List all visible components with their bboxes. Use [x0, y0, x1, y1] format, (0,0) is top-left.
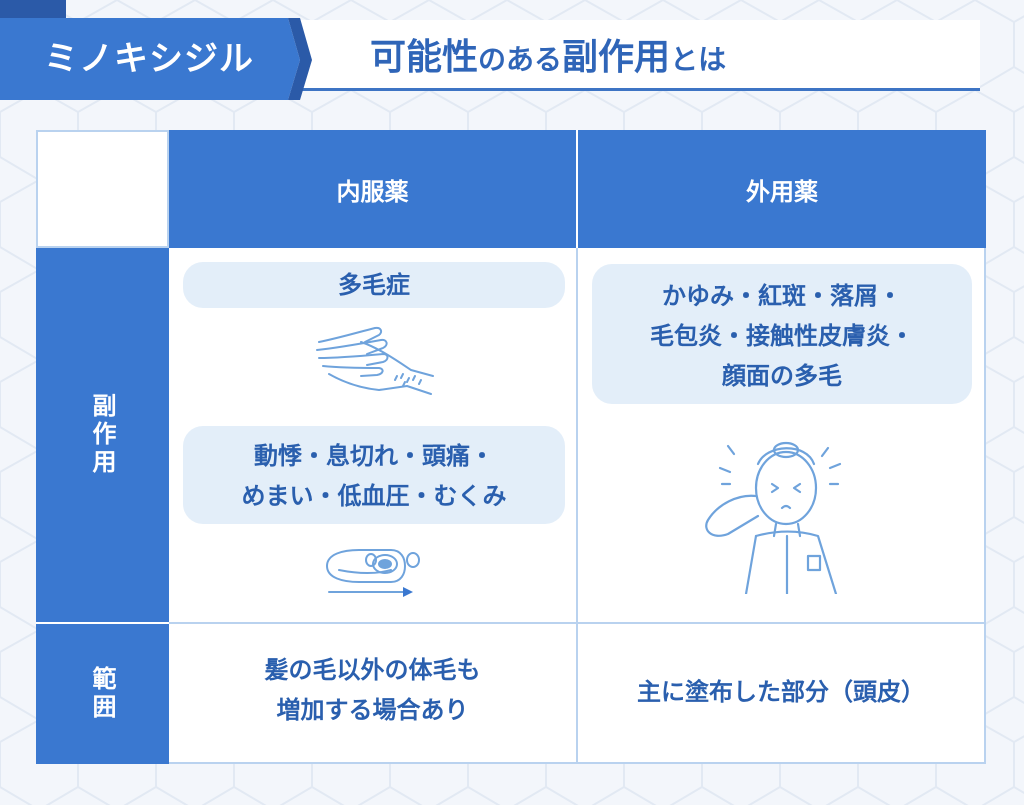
title-part: の — [478, 43, 507, 76]
itchy-head-person-icon — [705, 441, 842, 594]
row-header-scope: 範囲 — [36, 624, 169, 764]
table-corner — [36, 130, 169, 248]
oral-scope-cell: 髪の毛以外の体毛も 増加する場合あり — [169, 624, 578, 764]
title-underline — [300, 88, 980, 91]
side-effect-pill: 多毛症 — [183, 262, 565, 308]
title-part: とは — [670, 43, 727, 76]
side-effect-pill: かゆみ・紅斑・落屑・ 毛包炎・接触性皮膚炎・ 顔面の多毛 — [592, 264, 972, 404]
side-effect-line: めまい・低血圧・むくみ — [241, 482, 507, 510]
side-effect-pill: 動悸・息切れ・頭痛・ めまい・低血圧・むくみ — [183, 426, 565, 524]
hairy-hand-icon — [316, 326, 434, 395]
side-effect-line: 動悸・息切れ・頭痛・ — [254, 442, 494, 470]
side-effect-line: かゆみ・紅斑・落屑・ — [662, 282, 902, 310]
blood-vessel-icon — [326, 549, 420, 597]
side-effect-line: 毛包炎・接触性皮膚炎・ — [650, 322, 914, 350]
side-effect-line: 顔面の多毛 — [722, 362, 842, 390]
scope-line: 主に塗布した部分（頭皮） — [637, 678, 925, 706]
topical-scope-cell: 主に塗布した部分（頭皮） — [578, 624, 986, 764]
row-header-side-effects: 副作用 — [36, 248, 169, 624]
title-part: 可能性 — [370, 37, 479, 78]
column-header-oral: 内服薬 — [169, 130, 578, 248]
topical-side-effects-cell: かゆみ・紅斑・落屑・ 毛包炎・接触性皮膚炎・ 顔面の多毛 — [578, 248, 986, 624]
row-label: 範囲 — [88, 666, 116, 722]
page-title: 可能性のある副作用とは — [370, 30, 970, 86]
title-part: 副作用 — [562, 37, 671, 78]
row-label: 副作用 — [88, 393, 116, 477]
scope-line: 髪の毛以外の体毛も — [264, 656, 481, 684]
column-header-topical: 外用薬 — [578, 130, 986, 248]
title-part: ある — [506, 43, 563, 76]
comparison-table: 内服薬 外用薬 副作用 範囲 多毛症 動悸・息切れ・頭痛・ めまい・低血圧・むく… — [36, 130, 986, 764]
tag-ribbon — [0, 0, 312, 100]
drug-name-tag: ミノキシジル — [44, 39, 254, 79]
scope-line: 増加する場合あり — [276, 696, 469, 724]
oral-side-effects-cell: 多毛症 動悸・息切れ・頭痛・ めまい・低血圧・むくみ — [169, 248, 578, 624]
